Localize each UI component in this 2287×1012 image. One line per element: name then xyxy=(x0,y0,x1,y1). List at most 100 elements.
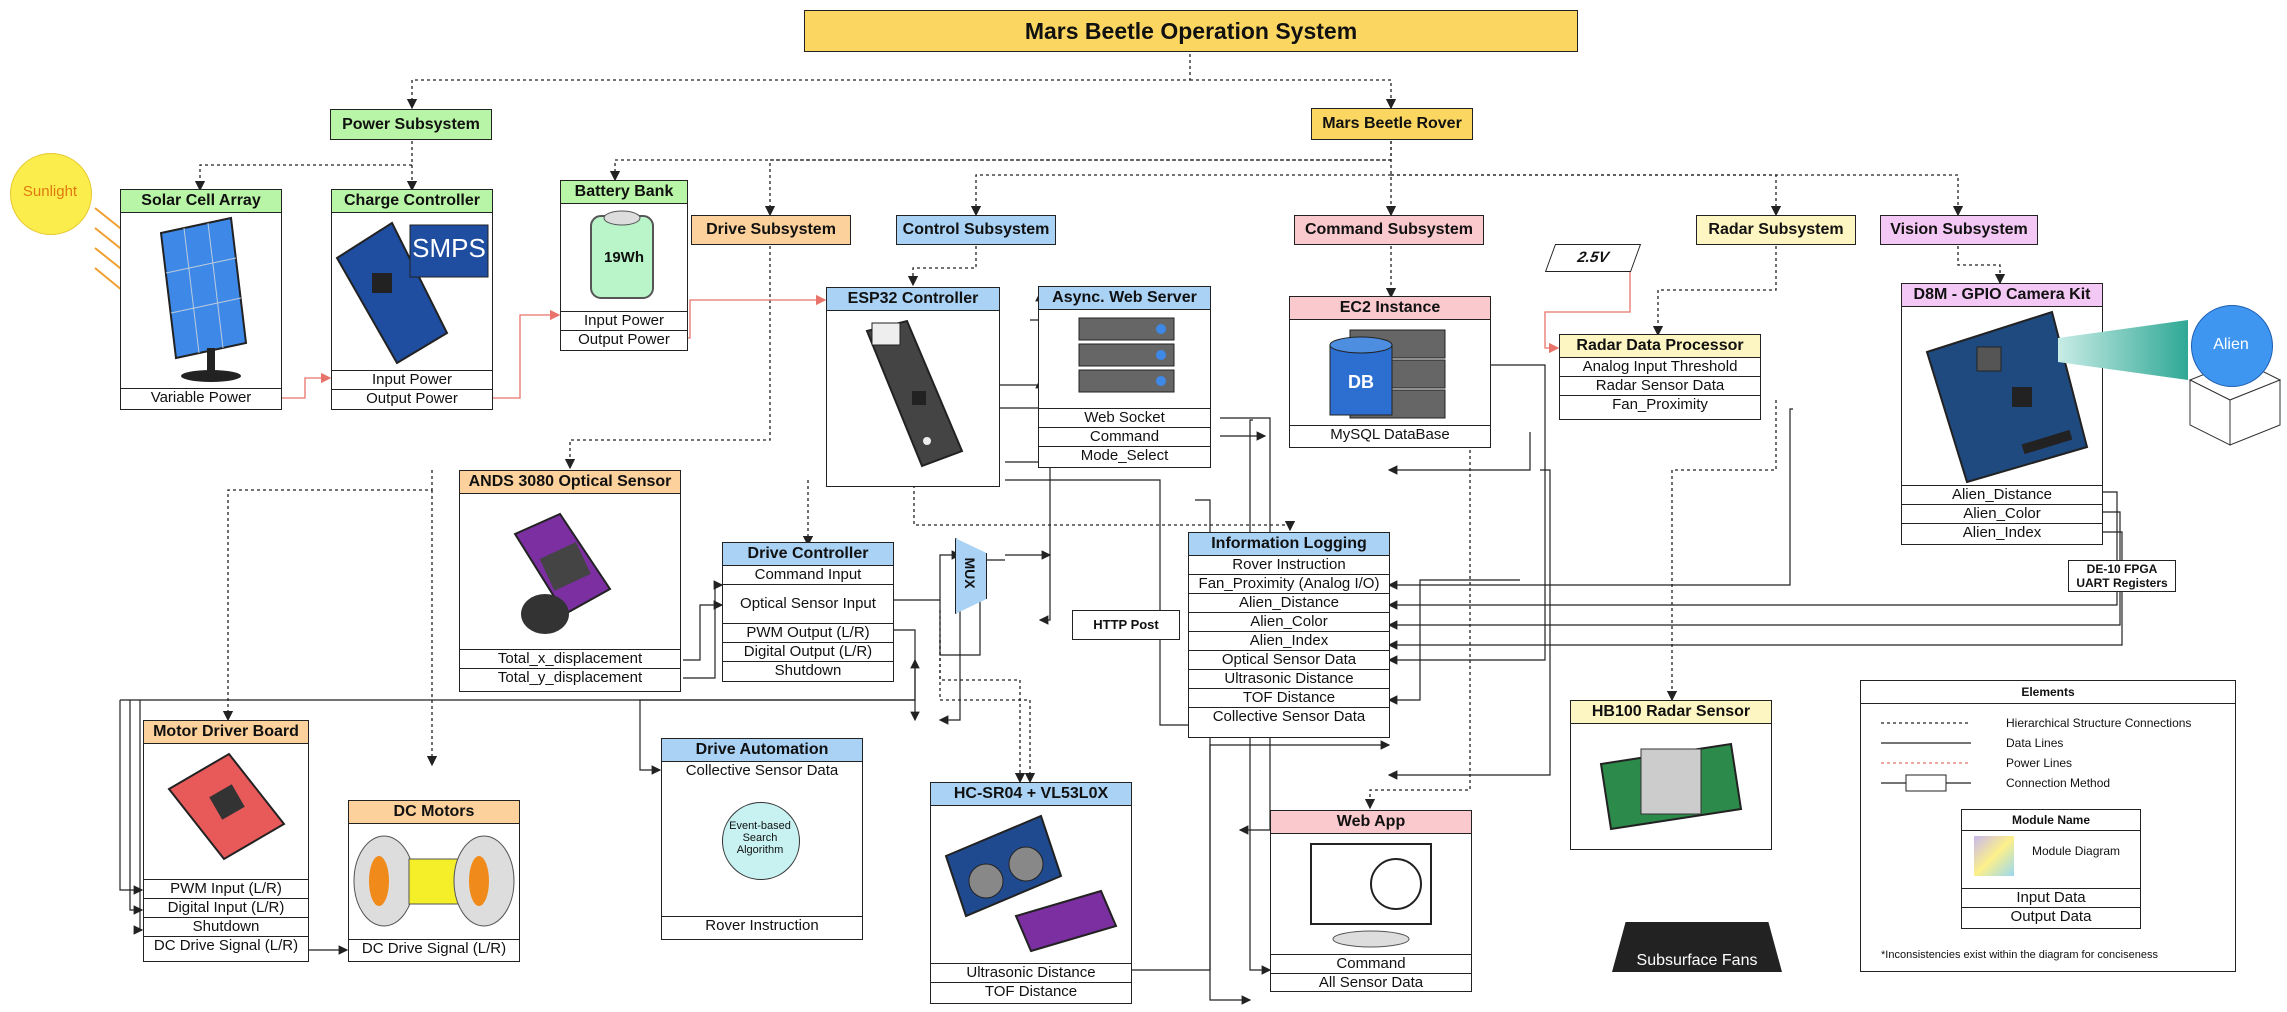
hc-sr04-vl53l0x: HC-SR04 + VL53L0X Ultrasonic Distance TO… xyxy=(930,782,1132,1004)
http-post-label: HTTP Post xyxy=(1072,610,1180,640)
radar-sensor-icon xyxy=(1571,724,1771,848)
algorithm-label: Event-based Search Algorithm xyxy=(729,820,791,856)
alien-label: Alien xyxy=(2213,336,2249,353)
server-rack-icon xyxy=(1039,310,1210,408)
dc-motors: DC Motors DC Drive Signal (L/R) xyxy=(348,800,520,962)
automation-row-1: Rover Instruction xyxy=(662,916,862,935)
module-title: Information Logging xyxy=(1189,533,1389,556)
power-subsystem-label: Power Subsystem xyxy=(330,109,492,140)
legend-conn: Connection Method xyxy=(2006,776,2111,790)
async-web-server: Async. Web Server Web Socket Command Mod… xyxy=(1038,286,1211,468)
subsurface-fans xyxy=(1612,922,1782,972)
db-badge: DB xyxy=(1348,372,1374,392)
ec2-instance: EC2 Instance DB MySQL DataBase xyxy=(1289,296,1491,448)
camera-row-0: Alien_Distance xyxy=(1902,485,2102,504)
optical-row-0: Total_x_displacement xyxy=(460,649,680,668)
web-browser-icon xyxy=(1271,834,1471,954)
webapp-row-1: All Sensor Data xyxy=(1271,973,1471,992)
webserver-row-1: Command xyxy=(1039,427,1210,446)
infolog-row-1: Fan_Proximity (Analog I/O) xyxy=(1189,574,1389,593)
d8m-camera-kit: D8M - GPIO Camera Kit Alien_Distance Ali… xyxy=(1901,283,2103,545)
web-app: Web App Command All Sensor Data xyxy=(1270,810,1472,992)
module-title: Solar Cell Array xyxy=(121,190,281,213)
module-title: Drive Controller xyxy=(723,543,893,566)
rover-label: Mars Beetle Rover xyxy=(1311,108,1473,140)
vision-subsystem-label: Vision Subsystem xyxy=(1880,215,2038,245)
battery-icon: 19Wh xyxy=(561,204,687,311)
drivectl-row-4: Shutdown xyxy=(723,661,893,680)
ec2-row-0: MySQL DataBase xyxy=(1290,425,1490,444)
hcsr-row-1: TOF Distance xyxy=(931,982,1131,1001)
control-subsystem-label: Control Subsystem xyxy=(896,215,1056,245)
webapp-row-0: Command xyxy=(1271,954,1471,973)
module-title: DC Motors xyxy=(349,801,519,824)
charge-row-0: Input Power xyxy=(332,370,492,389)
module-title: EC2 Instance xyxy=(1290,297,1490,320)
infolog-row-0: Rover Instruction xyxy=(1232,556,1346,573)
information-logging: Information Logging Rover Instruction Fa… xyxy=(1188,532,1390,738)
infolog-row-5: Optical Sensor Data xyxy=(1189,650,1389,669)
module-title: HB100 Radar Sensor xyxy=(1571,701,1771,724)
algorithm-icon: Event-based Search Algorithm xyxy=(662,780,862,916)
radar-data-processor: Radar Data Processor Analog Input Thresh… xyxy=(1559,334,1761,420)
camera-row-2: Alien_Index xyxy=(1902,523,2102,542)
esp32-controller: ESP32 Controller xyxy=(826,287,1000,487)
battery-row-1: Output Power xyxy=(561,330,687,349)
module-title: Battery Bank xyxy=(561,181,687,204)
legend-input: Input Data xyxy=(1962,888,2140,907)
radarproc-row-0: Analog Input Threshold xyxy=(1582,358,1738,375)
legend-title: Elements xyxy=(1861,681,2235,704)
radar-subsystem-label: Radar Subsystem xyxy=(1696,215,1856,245)
mux-label: MUX xyxy=(962,557,978,589)
solar-row-0: Variable Power xyxy=(121,388,281,407)
database-icon: DB xyxy=(1290,320,1490,425)
camera-row-1: Alien_Color xyxy=(1902,504,2102,523)
drive-subsystem-label: Drive Subsystem xyxy=(691,215,851,245)
alien-sphere xyxy=(2191,305,2273,387)
motordrv-row-2: Shutdown xyxy=(144,917,308,936)
radarproc-row-2: Fan_Proximity xyxy=(1560,395,1760,414)
algorithm-circle xyxy=(722,802,800,880)
module-title: Radar Data Processor xyxy=(1560,335,1760,358)
legend-footnote: *Inconsistencies exist within the diagra… xyxy=(1881,949,2158,961)
motor-driver-icon xyxy=(144,744,308,879)
command-subsystem-label: Command Subsystem xyxy=(1294,215,1484,245)
drivectl-row-0: Command Input xyxy=(754,566,862,583)
automation-row-0: Collective Sensor Data xyxy=(685,762,839,779)
infolog-row-4: Alien_Index xyxy=(1189,631,1389,650)
drive-automation: Drive Automation Collective Sensor Data … xyxy=(661,738,863,940)
drive-controller: Drive Controller Command Input Optical S… xyxy=(722,542,894,682)
infolog-row-2: Alien_Distance xyxy=(1189,593,1389,612)
sunlight-icon xyxy=(10,153,92,235)
battery-row-0: Input Power xyxy=(561,311,687,330)
charge-row-1: Output Power xyxy=(332,389,492,408)
module-title: Async. Web Server xyxy=(1039,287,1210,310)
radarproc-row-1: Radar Sensor Data xyxy=(1560,376,1760,395)
voltage-label: 2.5V xyxy=(1544,244,1642,272)
legend-module-icon xyxy=(1974,836,2014,876)
infolog-row-7: TOF Distance xyxy=(1189,688,1389,707)
dc-motor-icon xyxy=(349,824,519,939)
module-title: ESP32 Controller xyxy=(827,288,999,311)
smps-badge: SMPS xyxy=(412,233,486,263)
webserver-row-2: Mode_Select xyxy=(1039,446,1210,465)
module-title: Drive Automation xyxy=(662,739,862,762)
legend-module-diagram: Module Diagram xyxy=(2032,844,2121,858)
infolog-row-8: Collective Sensor Data xyxy=(1189,707,1389,726)
esp32-board-icon xyxy=(827,311,999,483)
module-title: HC-SR04 + VL53L0X xyxy=(931,783,1131,806)
infolog-row-6: Ultrasonic Distance xyxy=(1189,669,1389,688)
camera-board-icon xyxy=(1902,307,2102,485)
legend-module-name: Module Name xyxy=(1962,810,2140,831)
fans-label: Subsurface Fans xyxy=(1636,952,1758,969)
sunlight-label: Sunlight xyxy=(22,183,78,200)
module-title: ANDS 3080 Optical Sensor xyxy=(460,471,680,494)
smps-board-icon: SMPS xyxy=(332,213,492,370)
legend-data: Data Lines xyxy=(2006,736,2064,750)
module-title: Charge Controller xyxy=(332,190,492,213)
module-title: Motor Driver Board xyxy=(144,721,308,744)
motordrv-row-3: DC Drive Signal (L/R) xyxy=(144,936,308,955)
legend-power: Power Lines xyxy=(2006,756,2073,770)
legend-hier: Hierarchical Structure Connections xyxy=(2006,716,2192,730)
charge-controller: Charge Controller SMPS Input Power Outpu… xyxy=(331,189,493,410)
